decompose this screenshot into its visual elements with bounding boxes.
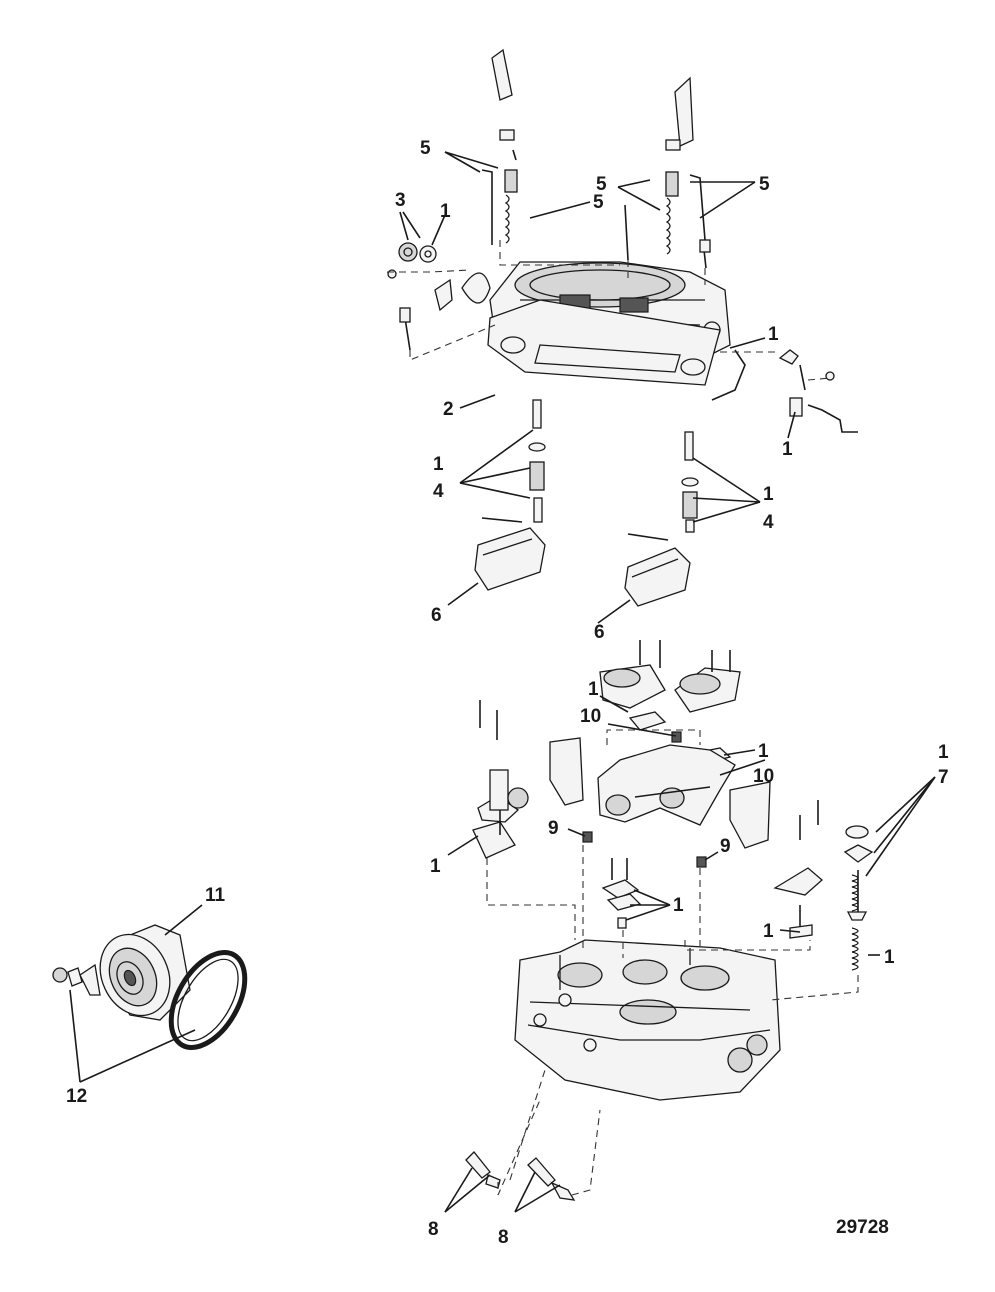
leader-lines — [69, 151, 936, 1213]
alignment-lines — [387, 240, 859, 1196]
callout-2: 2 — [443, 399, 454, 420]
air-valve-left — [491, 48, 513, 101]
callout-4: 4 — [433, 481, 444, 502]
pulley-assembly — [52, 924, 248, 1050]
metering-rods — [481, 129, 706, 261]
callout-5: 5 — [420, 138, 431, 159]
callout-3: 3 — [395, 190, 406, 211]
choke-lever — [434, 278, 453, 312]
callout-1: 1 — [433, 454, 444, 475]
callout-5: 5 — [593, 192, 604, 213]
callout-8: 8 — [428, 1219, 439, 1240]
callout-9: 9 — [720, 836, 731, 857]
callout-1: 1 — [758, 741, 769, 762]
callout-1: 1 — [763, 484, 774, 505]
callout-4: 4 — [763, 512, 774, 533]
float-assemblies — [474, 399, 699, 607]
callout-9: 9 — [548, 818, 559, 839]
callout-1: 1 — [673, 895, 684, 916]
callout-10: 10 — [753, 766, 774, 787]
callout-5: 5 — [596, 174, 607, 195]
air-horn-assembly — [387, 48, 858, 433]
callout-10: 10 — [580, 706, 601, 727]
callout-1: 1 — [588, 679, 599, 700]
callout-11: 11 — [205, 885, 226, 906]
callout-1: 1 — [440, 201, 451, 222]
callout-8: 8 — [498, 1227, 509, 1248]
callout-1: 1 — [768, 324, 779, 345]
choke-cam — [461, 272, 491, 304]
figure-number: 29728 — [836, 1217, 889, 1238]
pump-linkage — [711, 349, 858, 433]
choke-bushings — [398, 242, 437, 263]
callout-1: 1 — [782, 439, 793, 460]
idle-mixture-screws — [465, 1151, 576, 1201]
callout-6: 6 — [594, 622, 605, 643]
main-body-assembly — [465, 640, 874, 1201]
callout-12: 12 — [66, 1086, 87, 1107]
air-valve-right — [674, 76, 694, 147]
callout-1: 1 — [884, 947, 895, 968]
callout-1: 1 — [938, 742, 949, 763]
callout-labels: 5 5 5 5 3 1 1 2 1 1 4 1 4 6 6 1 10 1 10 … — [66, 138, 949, 1248]
callout-1: 1 — [430, 856, 441, 877]
callout-5: 5 — [759, 174, 770, 195]
callout-6: 6 — [431, 605, 442, 626]
callout-7: 7 — [938, 767, 949, 788]
callout-1: 1 — [763, 921, 774, 942]
